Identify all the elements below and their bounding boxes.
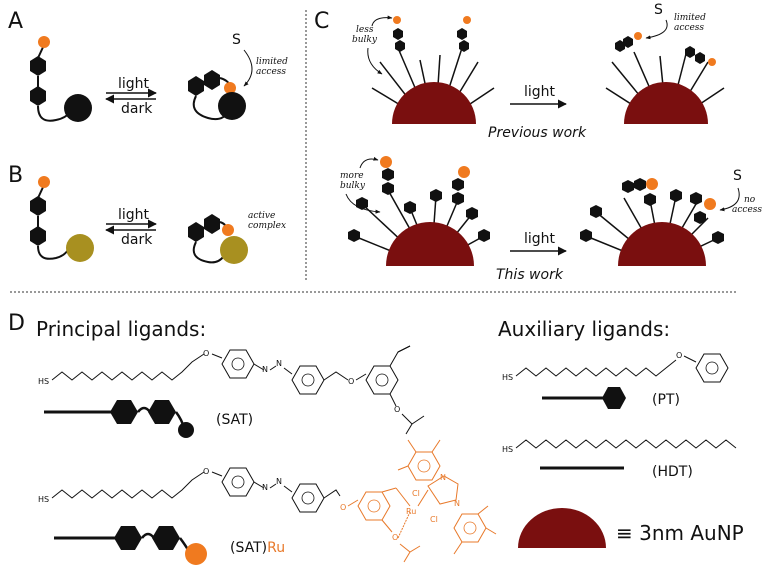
panel-a-letter: A (8, 9, 23, 34)
panel-c: C less bulky light (314, 2, 762, 283)
panel-c-bottom-note-line1: more (340, 171, 364, 181)
sat-label: (SAT) (216, 412, 253, 428)
ru-chloride-2: Cl (430, 515, 438, 524)
panel-b-letter: B (8, 163, 23, 188)
satru-oxygen-label-2: O (340, 503, 346, 512)
pt-cartoon (542, 387, 626, 409)
hdt-structure: HS (502, 439, 737, 454)
principal-ligands-title: Principal ligands: (36, 317, 206, 341)
panel-c-bottom-note-line2: bulky (340, 181, 366, 191)
pt-thiol-label: HS (502, 373, 513, 382)
panel-b-open-ligand (30, 176, 94, 262)
satru-label-ru: Ru (267, 540, 285, 556)
panel-a-arrow-top-label: light (118, 76, 150, 92)
hdt-thiol-label: HS (502, 445, 513, 454)
panel-a-note-line2: access (256, 67, 286, 77)
sat-oxygen-label-2: O (348, 377, 354, 386)
satru-oxygen-label-1: O (203, 467, 209, 476)
panel-a-substrate: S (232, 32, 241, 48)
panel-c-letter: C (314, 9, 329, 34)
panel-c-top-left-nanoparticle (371, 16, 495, 124)
sat-azo-n1: N (262, 365, 268, 374)
sat-azo-n2: N (276, 359, 282, 368)
panel-b-closed-ligand (188, 214, 248, 264)
satru-azo-n1: N (262, 483, 268, 492)
panel-c-bottom-right-nanoparticle (580, 178, 724, 266)
panel-b-arrow-top-label: light (118, 207, 150, 223)
sat-cartoon (44, 400, 194, 438)
hdt-label: (HDT) (652, 464, 693, 480)
panel-c-top-caption: Previous work (488, 125, 587, 141)
panel-d: D Principal ligands: Auxiliary ligands: … (8, 311, 744, 565)
panel-b-arrow-bottom-label: dark (121, 232, 153, 248)
panel-c-bottom-arrow-label: light (524, 231, 556, 247)
panel-a-open-ligand (30, 36, 92, 122)
sat-oxygen-label-3: O (394, 405, 400, 414)
ru-catalyst-fragment: O O Ru Cl Cl N N (340, 439, 497, 563)
panel-a-closed-ligand (188, 70, 246, 121)
panel-c-bottom-result-note-line2: access (732, 205, 762, 215)
panel-c-top-note-line2: bulky (352, 35, 378, 45)
pt-structure: HS O (502, 351, 729, 383)
pt-label: (PT) (652, 392, 680, 408)
sat-oxygen-label-1: O (203, 349, 209, 358)
panel-a-note-line1: limited (256, 57, 288, 67)
sat-thiol-label: HS (38, 377, 49, 386)
panel-c-top-arrow-label: light (524, 84, 556, 100)
panel-c-top-result-note-line2: access (674, 23, 704, 33)
ru-atom-label: Ru (406, 507, 416, 516)
panel-c-top-substrate: S (654, 2, 663, 18)
panel-c-top-result-note-line1: limited (674, 13, 706, 23)
panel-b-note-line1: active (248, 211, 275, 221)
panel-a-arrow-bottom-label: dark (121, 101, 153, 117)
nhc-nitrogen-2: N (454, 499, 460, 508)
panel-b: B light dark active complex (8, 163, 286, 264)
satru-azo-n2: N (276, 477, 282, 486)
panel-c-bottom-caption: This work (496, 267, 564, 283)
satru-label: (SAT)Ru (230, 540, 285, 556)
satru-thiol-label: HS (38, 495, 49, 504)
satru-label-main: (SAT) (230, 540, 267, 556)
aunp-legend-label: ≡ 3nm AuNP (616, 521, 744, 545)
panel-c-bottom-substrate: S (733, 168, 742, 184)
nhc-nitrogen-1: N (440, 473, 446, 482)
aunp-legend-shape (518, 508, 606, 548)
panel-c-top-right-nanoparticle (605, 32, 725, 124)
sat-structure: HS O N N O O (38, 345, 425, 435)
satru-structure: HS O N N O O (38, 439, 497, 563)
pt-oxygen-label: O (676, 351, 682, 360)
panel-b-note-line2: complex (248, 221, 286, 231)
panel-c-top-note-line1: less (356, 25, 374, 35)
panel-c-bottom-result-note-line1: no (744, 195, 756, 205)
satru-oxygen-label-3: O (392, 533, 398, 542)
panel-c-bottom-left-nanoparticle (348, 156, 490, 266)
auxiliary-ligands-title: Auxiliary ligands: (498, 317, 670, 341)
panel-a: A light dark S limited access (8, 9, 288, 122)
ru-chloride-1: Cl (412, 489, 420, 498)
satru-cartoon (54, 526, 207, 565)
panel-d-letter: D (8, 311, 25, 336)
